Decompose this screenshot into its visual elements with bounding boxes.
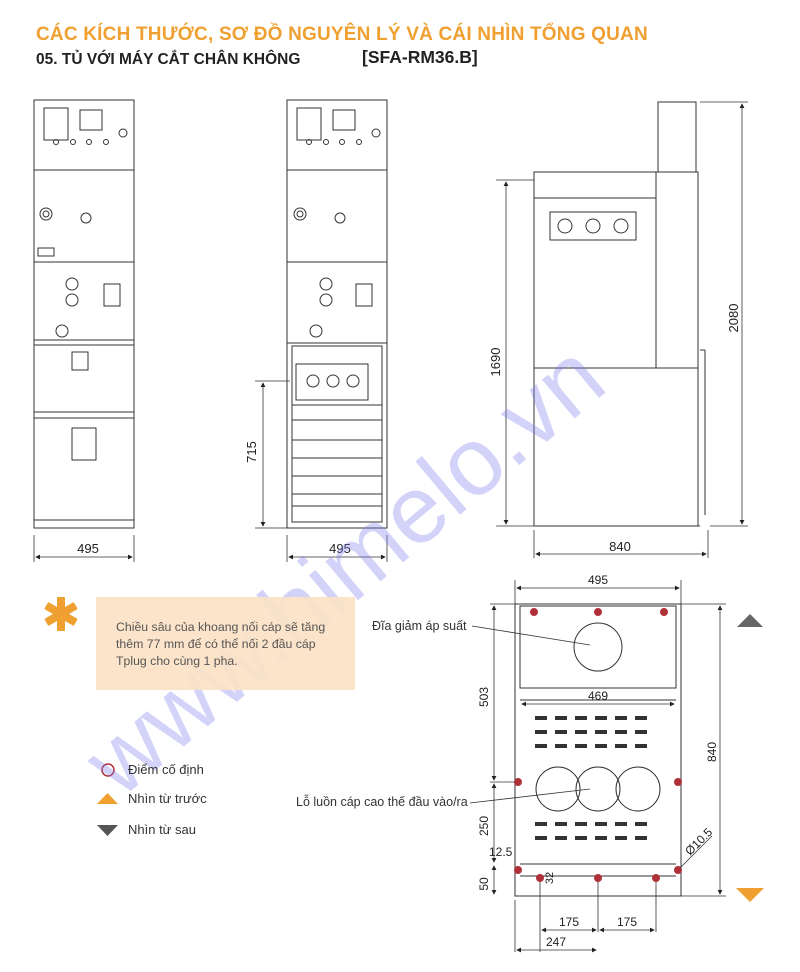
dim-plan-hole: Ø10.5 (682, 825, 715, 858)
plan-slots (535, 716, 647, 840)
svg-text:www.himelo.vn: www.himelo.vn (64, 323, 624, 817)
dim-plan-spacing2: 175 (617, 915, 637, 929)
dim-side-depth: 840 (609, 539, 631, 554)
asterisk-icon (44, 597, 78, 631)
dim-side-total-height: 2080 (726, 304, 741, 333)
dim-plan-offset: 247 (546, 935, 566, 949)
dim-plan-inner-width: 469 (588, 689, 608, 703)
dim-plan-upper: 503 (477, 687, 491, 707)
dim-plan-edge: 12.5 (489, 845, 513, 859)
dim-front2-width: 495 (329, 541, 351, 556)
watermark: www.himelo.vn (64, 323, 624, 817)
front-view-1 (33, 99, 135, 529)
legend-front-view: Nhìn từ trước (128, 791, 207, 806)
dim-plan-width: 495 (588, 573, 608, 587)
page-subtitle: 05. TỦ VỚI MÁY CẮT CHÂN KHÔNG (36, 51, 301, 68)
model-code: [SFA-RM36.B] (362, 47, 478, 67)
plan-view (514, 603, 682, 897)
page-title: CÁC KÍCH THƯỚC, SƠ ĐỒ NGUYÊN LÝ VÀ CÁI N… (36, 24, 648, 45)
dim-plan-spacing1: 175 (559, 915, 579, 929)
dim-plan-depth: 840 (705, 742, 719, 762)
front-view-legend-icon (97, 793, 118, 804)
rear-view-legend-icon (97, 825, 118, 836)
fixed-points (514, 608, 682, 882)
front-view-triangle-icon (737, 614, 763, 627)
label-cable-hole: Lỗ luồn cáp cao thế đầu vào/ra (296, 794, 468, 809)
note-box (96, 597, 355, 690)
label-pressure-disc: Đĩa giảm áp suất (372, 619, 467, 633)
note-text: Chiều sâu của khoang nối cáp sẽ tăng thê… (116, 620, 326, 668)
side-view (533, 101, 706, 527)
dim-plan-mid: 250 (477, 816, 491, 836)
fixed-point-icon (101, 763, 115, 777)
dim-cable-height: 715 (244, 441, 259, 463)
dim-plan-bottom: 50 (477, 877, 491, 891)
legend-rear-view: Nhìn từ sau (128, 822, 196, 837)
dim-plan-small: 32 (544, 872, 556, 884)
dim-front-width: 495 (77, 541, 99, 556)
front-view-2 (286, 99, 388, 529)
legend-fixed-point: Điểm cố định (128, 762, 204, 777)
rear-view-triangle-icon (736, 888, 764, 902)
dim-side-lower-height: 1690 (488, 348, 503, 377)
